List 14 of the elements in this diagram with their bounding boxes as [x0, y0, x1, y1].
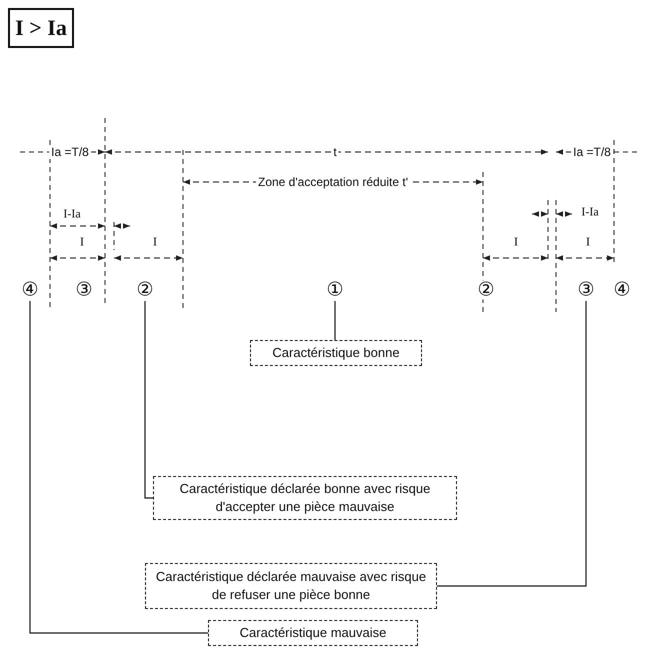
dimension-label: Zone d'acceptation réduite t' — [256, 175, 410, 189]
description-box: Caractéristique déclarée bonne avec risque d'accepter une pièce mauvaise — [153, 476, 457, 520]
leader-line — [144, 301, 153, 499]
leader-line — [334, 301, 336, 340]
dimension-label: Ia =T/8 — [571, 145, 613, 159]
description-box: Caractéristique déclarée mauvaise avec risque de refuser une pièce bonne — [145, 563, 437, 609]
description-box: Caractéristique mauvaise — [208, 620, 418, 646]
dimension-label: Ia =T/8 — [49, 145, 91, 159]
leader-line — [437, 301, 587, 587]
description-box: Caractéristique bonne — [250, 340, 422, 366]
dimension-label: t — [331, 145, 339, 159]
condition-box: I > Ia — [8, 8, 74, 48]
zone-number: ② — [477, 280, 495, 300]
leader-line — [29, 301, 208, 634]
